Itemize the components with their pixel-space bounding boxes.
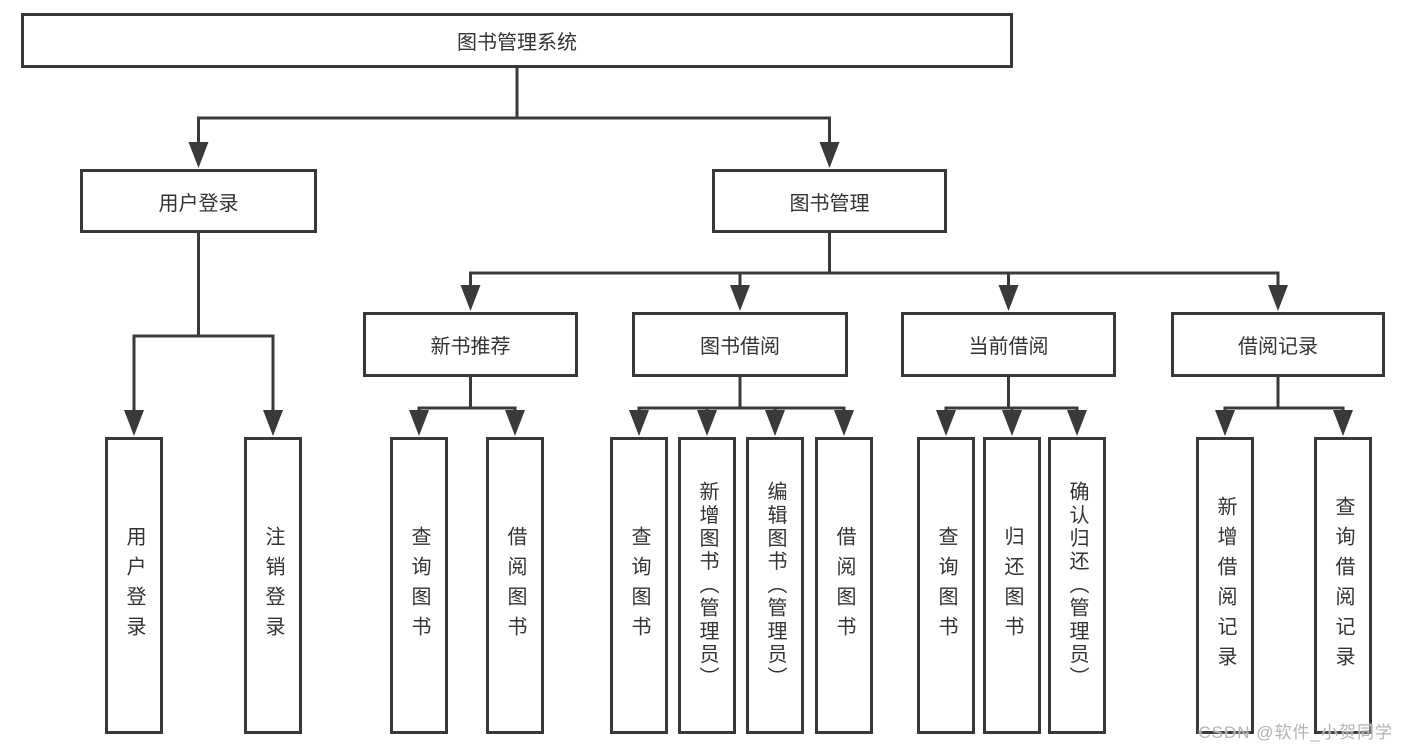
- node-leaf-br-add: 新增借阅记录: [1196, 437, 1254, 734]
- node-leaf-br-query: 查询借阅记录: [1314, 437, 1372, 734]
- node-label: 确认归还（管理员）: [1066, 481, 1088, 690]
- node-root: 图书管理系统: [21, 13, 1013, 68]
- node-label: 新增图书（管理员）: [696, 481, 718, 690]
- node-leaf-logout: 注销登录: [244, 437, 302, 734]
- arrowhead-down-icon: [505, 410, 525, 436]
- node-label: 查询图书: [628, 525, 650, 646]
- arrowhead-down-icon: [1067, 410, 1087, 436]
- arrowhead-down-icon: [834, 410, 854, 436]
- node-borrow-record: 借阅记录: [1171, 312, 1385, 377]
- node-leaf-cb-query: 查询图书: [917, 437, 975, 734]
- node-leaf-bb-add: 新增图书（管理员）: [678, 437, 736, 734]
- node-label: 查询借阅记录: [1332, 495, 1354, 676]
- node-label: 图书管理系统: [457, 32, 577, 54]
- arrowhead-down-icon: [188, 142, 209, 168]
- csdn-watermark: CSDN @软件_小贺同学: [1198, 723, 1393, 742]
- arrowhead-down-icon: [409, 410, 429, 436]
- node-label: 注销登录: [262, 525, 284, 646]
- node-leaf-nb-borrow: 借阅图书: [486, 437, 544, 734]
- node-leaf-cb-confirm: 确认归还（管理员）: [1048, 437, 1106, 734]
- arrowhead-down-icon: [730, 285, 750, 311]
- node-label: 查询图书: [408, 525, 430, 646]
- node-book-mgmt: 图书管理: [712, 169, 947, 233]
- node-label: 图书管理: [789, 192, 870, 215]
- arrowhead-down-icon: [263, 410, 283, 436]
- node-label: 当前借阅: [968, 336, 1049, 358]
- arrowhead-down-icon: [629, 410, 649, 436]
- node-label: 借阅图书: [833, 525, 855, 646]
- node-label: 编辑图书（管理员）: [764, 481, 786, 690]
- arrowhead-down-icon: [765, 410, 785, 436]
- node-leaf-nb-query: 查询图书: [390, 437, 448, 734]
- node-leaf-cb-return: 归还图书: [983, 437, 1041, 734]
- node-new-book: 新书推荐: [363, 312, 578, 377]
- node-label: 归还图书: [1001, 525, 1023, 646]
- node-label: 新书推荐: [430, 336, 511, 358]
- node-label: 借阅记录: [1238, 336, 1318, 358]
- arrowhead-down-icon: [460, 285, 481, 311]
- node-user-login: 用户登录: [80, 169, 317, 233]
- arrowhead-down-icon: [819, 142, 840, 168]
- arrowhead-down-icon: [1333, 410, 1353, 436]
- arrowhead-down-icon: [1268, 285, 1288, 311]
- node-book-borrow: 图书借阅: [632, 312, 848, 377]
- arrowhead-down-icon: [697, 410, 717, 436]
- node-label: 查询图书: [935, 525, 957, 646]
- node-label: 借阅图书: [504, 525, 526, 646]
- node-leaf-bb-query: 查询图书: [610, 437, 668, 734]
- node-leaf-bb-edit: 编辑图书（管理员）: [746, 437, 804, 734]
- arrowhead-down-icon: [1215, 410, 1235, 436]
- node-current-borrow: 当前借阅: [901, 312, 1116, 377]
- node-label: 图书借阅: [700, 336, 780, 358]
- arrowhead-down-icon: [1002, 410, 1022, 436]
- node-label: 用户登录: [123, 525, 145, 646]
- node-label: 用户登录: [158, 192, 239, 215]
- arrowhead-down-icon: [998, 285, 1019, 311]
- node-leaf-bb-borrow: 借阅图书: [815, 437, 873, 734]
- node-label: 新增借阅记录: [1214, 495, 1236, 676]
- arrowhead-down-icon: [124, 410, 144, 436]
- node-leaf-user-login: 用户登录: [105, 437, 163, 734]
- arrowhead-down-icon: [936, 410, 956, 436]
